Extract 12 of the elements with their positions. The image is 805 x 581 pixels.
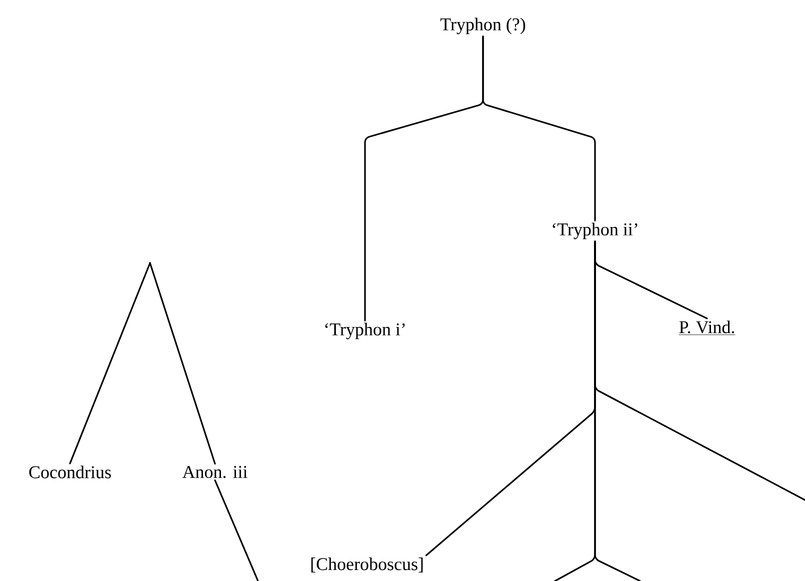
stemma-line [214, 480, 259, 581]
stemma-label: Anon. iii [182, 466, 248, 478]
stemma-line [482, 36, 596, 222]
stemma-label: ‘Tryphon i’ [325, 322, 405, 340]
stemma-label: Cocondrius [29, 466, 111, 478]
stemma-label: P. Vind. [678, 320, 736, 335]
stemma-label: ‘Tryphon ii’ [552, 222, 638, 240]
stemma-label: Tryphon (?) [440, 18, 526, 34]
stemma-line [149, 262, 216, 465]
stemma-line [69, 262, 151, 464]
stemma-line [594, 240, 641, 581]
stemma-label: [Choeroboscus] [311, 558, 423, 572]
